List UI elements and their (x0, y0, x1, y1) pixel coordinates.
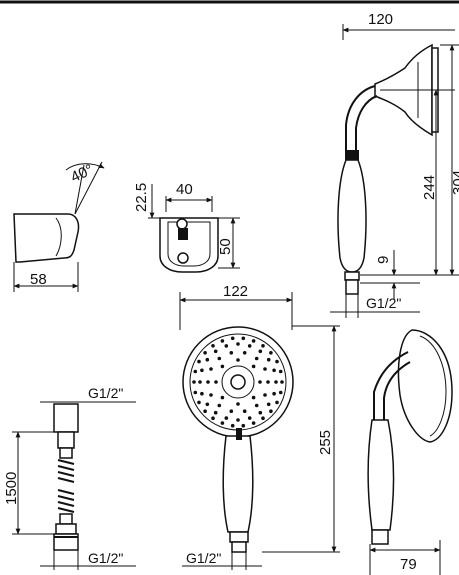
hand-shower-angled-view: 79 (367, 329, 453, 575)
nozzle-dot (197, 400, 201, 405)
nozzle-dot (224, 344, 229, 348)
nozzle-dot (193, 369, 198, 374)
nozzle-dot (229, 351, 234, 355)
hose-thread-top-label: G1/2" (88, 385, 123, 401)
nozzle-dot (266, 380, 270, 384)
dim-holder-height: 50 (217, 238, 234, 255)
nozzle-dot (266, 402, 271, 407)
nozzle-dot (200, 391, 204, 396)
nozzle-dot (205, 357, 210, 362)
nozzle-dot (261, 344, 265, 348)
nozzle-dot (251, 421, 256, 425)
nozzle-dot (236, 418, 240, 422)
nozzle-dot (217, 403, 222, 408)
nozzle-dot (209, 367, 213, 371)
nozzle-dot (211, 416, 215, 421)
nozzle-dot (274, 380, 278, 384)
nozzle-dot (224, 416, 229, 420)
nozzle-dot (247, 416, 252, 420)
hand-shower-side-view: 120 304 244 9 G1/2" (330, 11, 459, 318)
dim-head-length: 255 (317, 430, 334, 455)
dim-overall-height: 304 (450, 170, 459, 195)
nozzle-dot (193, 390, 198, 395)
nozzle-dot (205, 402, 210, 407)
nozzle-dot (220, 395, 225, 400)
nozzle-dot (236, 342, 240, 346)
nozzle-dot (263, 367, 267, 371)
nozzle-dot (214, 380, 218, 384)
nozzle-dot (247, 344, 252, 348)
wall-bracket-view: 58 40° (13, 161, 105, 292)
nozzle-dot (258, 380, 262, 384)
nozzle-dot (269, 351, 273, 355)
thread-top-label: G1/2" (366, 295, 401, 311)
nozzle-dot (230, 336, 235, 341)
nozzle-dot (220, 364, 225, 369)
nozzle-dot (254, 356, 259, 361)
nozzle-dot (258, 410, 263, 415)
nozzle-dot (278, 390, 283, 395)
dim-side-width: 79 (400, 556, 417, 573)
nozzle-dot (242, 351, 247, 355)
nozzle-dot (272, 391, 276, 396)
hose-coil-upper (57, 459, 75, 483)
nozzle-dot (241, 423, 246, 428)
nozzle-dot (272, 368, 276, 373)
nozzle-dot (209, 393, 213, 397)
nozzle-dot (263, 393, 267, 397)
spray-nozzles (192, 336, 284, 428)
nozzle-dot (203, 409, 207, 414)
nozzle-dot (200, 368, 204, 373)
nozzle-dot (275, 400, 279, 405)
dim-thread-depth: 9 (375, 256, 392, 264)
nozzle-dot (254, 403, 259, 408)
nozzle-dot (275, 359, 279, 364)
nozzle-dot (220, 421, 225, 425)
dim-head-diameter: 122 (223, 283, 248, 300)
nozzle-dot (203, 351, 207, 355)
nozzle-dot (278, 369, 283, 374)
nozzle-dot (213, 410, 218, 415)
hose-coil-lower (57, 489, 75, 513)
nozzle-dot (269, 409, 273, 414)
nozzle-dot (280, 380, 284, 384)
nozzle-dot (266, 357, 271, 362)
nozzle-dot (229, 409, 234, 414)
nozzle-dot (242, 409, 247, 414)
dim-hose-length: 1500 (3, 472, 20, 505)
hose-view: G1/2" 1500 G1/2" (3, 385, 136, 570)
nozzle-dot (236, 358, 240, 362)
dim-bracket-depth: 58 (30, 271, 47, 288)
nozzle-dot (197, 359, 201, 364)
nozzle-dot (211, 344, 215, 348)
nozzle-dot (198, 380, 202, 384)
nozzle-dot (230, 423, 235, 428)
hand-shower-front-view: 122 255 G1/2" (179, 283, 340, 570)
nozzle-dot (241, 336, 246, 341)
nozzle-dot (206, 380, 210, 384)
dim-holder-width: 40 (176, 181, 193, 198)
holder-front-view: 40 22.5 50 (133, 181, 240, 273)
nozzle-dot (251, 364, 256, 369)
nozzle-dot (258, 349, 263, 354)
nozzle-dot (251, 339, 256, 343)
dim-top-width: 120 (368, 11, 393, 28)
dim-holder-offset: 22.5 (133, 183, 150, 212)
nozzle-dot (220, 339, 225, 343)
nozzle-dot (261, 416, 265, 421)
nozzle-dot (192, 380, 196, 384)
dim-hand-height: 244 (421, 175, 438, 200)
nozzle-dot (236, 402, 240, 406)
nozzle-dot (217, 356, 222, 361)
nozzle-dot (251, 395, 256, 400)
thread-head-label: G1/2" (186, 550, 221, 566)
nozzle-dot (213, 349, 218, 354)
hose-thread-bottom-label: G1/2" (88, 550, 123, 566)
